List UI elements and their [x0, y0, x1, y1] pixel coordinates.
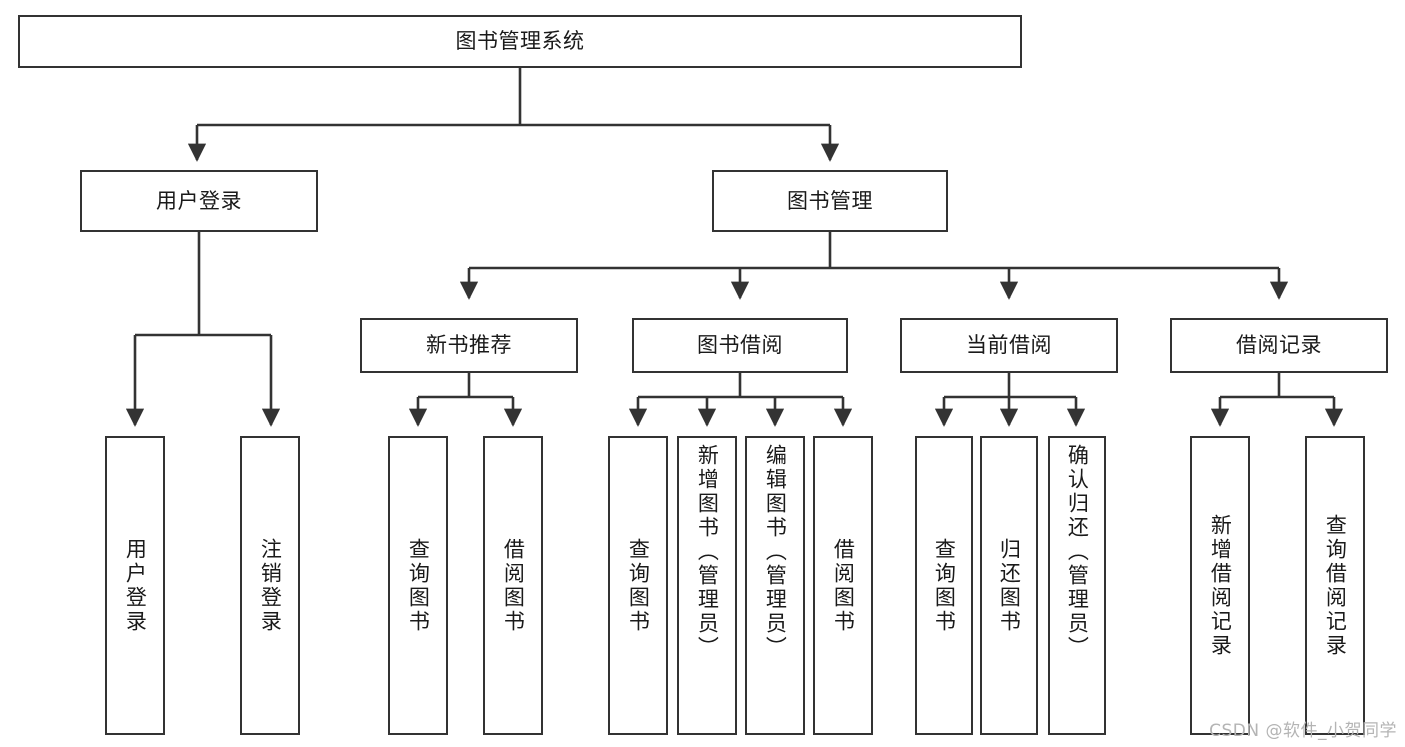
node-label: 编辑图书（管理员） [763, 444, 788, 660]
node-leaf-add-book[interactable]: 新增图书（管理员） [677, 436, 737, 735]
node-book-borrow[interactable]: 图书借阅 [632, 318, 848, 373]
node-label: 查询借阅记录 [1323, 513, 1348, 658]
node-label: 图书管理 [787, 188, 873, 213]
node-leaf-confirm-return[interactable]: 确认归还（管理员） [1048, 436, 1106, 735]
node-borrow-record[interactable]: 借阅记录 [1170, 318, 1388, 373]
node-leaf-add-record[interactable]: 新增借阅记录 [1190, 436, 1250, 735]
node-leaf-query-book-3[interactable]: 查询图书 [915, 436, 973, 735]
node-label: 图书借阅 [697, 333, 783, 358]
node-label: 确认归还（管理员） [1065, 444, 1090, 660]
node-new-book-recommend[interactable]: 新书推荐 [360, 318, 578, 373]
node-label: 新增借阅记录 [1208, 513, 1233, 658]
node-label: 用户登录 [123, 537, 148, 634]
node-label: 借阅记录 [1236, 333, 1322, 358]
node-label: 借阅图书 [831, 537, 856, 634]
node-label: 查询图书 [932, 537, 957, 634]
csdn-watermark: CSDN @软件_小贺同学 [1209, 721, 1397, 741]
node-label: 查询图书 [406, 537, 431, 634]
node-leaf-borrow-book-2[interactable]: 借阅图书 [813, 436, 873, 735]
node-current-borrow[interactable]: 当前借阅 [900, 318, 1118, 373]
node-leaf-query-book-2[interactable]: 查询图书 [608, 436, 668, 735]
node-root-system[interactable]: 图书管理系统 [18, 15, 1022, 68]
node-leaf-edit-book[interactable]: 编辑图书（管理员） [745, 436, 805, 735]
node-leaf-user-login[interactable]: 用户登录 [105, 436, 165, 735]
node-label: 注销登录 [258, 537, 283, 634]
node-label: 当前借阅 [966, 333, 1052, 358]
node-leaf-query-book-1[interactable]: 查询图书 [388, 436, 448, 735]
node-label: 查询图书 [626, 537, 651, 634]
node-label: 借阅图书 [501, 537, 526, 634]
node-leaf-logout-login[interactable]: 注销登录 [240, 436, 300, 735]
node-label: 图书管理系统 [455, 29, 585, 54]
node-leaf-return-book[interactable]: 归还图书 [980, 436, 1038, 735]
node-book-management[interactable]: 图书管理 [712, 170, 948, 232]
node-leaf-borrow-book-1[interactable]: 借阅图书 [483, 436, 543, 735]
node-label: 新书推荐 [426, 333, 512, 358]
node-label: 归还图书 [997, 537, 1022, 634]
node-leaf-query-record[interactable]: 查询借阅记录 [1305, 436, 1365, 735]
node-label: 用户登录 [156, 188, 242, 213]
node-label: 新增图书（管理员） [695, 444, 720, 660]
node-user-login[interactable]: 用户登录 [80, 170, 318, 232]
